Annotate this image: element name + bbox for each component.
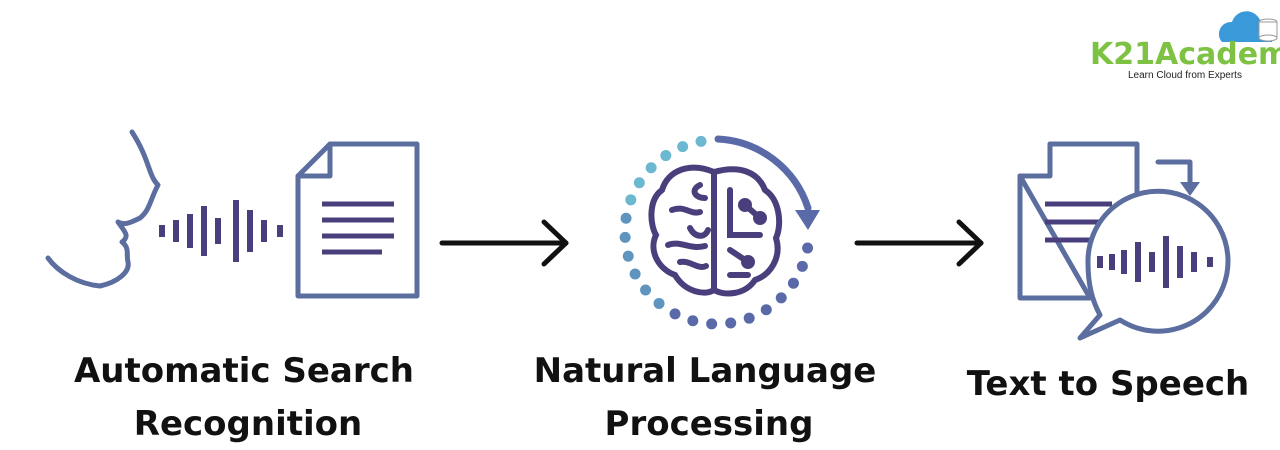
document-to-speech-icon: [1017, 141, 1231, 341]
dotted-ring-icon: [619, 135, 814, 330]
step-label-asr-line1: Automatic Search: [74, 351, 414, 391]
cycle-arrow-icon: [714, 135, 812, 212]
step-label-asr-line2: Recognition: [134, 404, 362, 444]
cloud-database-icon: [1218, 11, 1278, 42]
ring-dot: [645, 162, 657, 174]
step-label-nlp-line2: Processing: [605, 404, 814, 444]
voice-to-document-icon: [45, 129, 420, 299]
ring-dot: [660, 150, 672, 162]
ring-dot: [620, 212, 632, 224]
ring-dot: [625, 194, 637, 206]
ring-dot: [787, 277, 799, 289]
ring-dot: [640, 284, 652, 296]
step-label-nlp-line1: Natural Language: [534, 351, 877, 391]
ring-dot: [775, 292, 787, 304]
ring-dot: [622, 250, 634, 262]
ring-dot: [760, 304, 772, 316]
document-icon: [295, 141, 420, 299]
ring-dot: [695, 135, 707, 147]
ring-dot: [619, 231, 631, 243]
ring-dot: [796, 260, 808, 272]
ring-dot: [653, 297, 665, 309]
logo: K21Academy Learn Cloud from Experts: [1090, 11, 1280, 81]
ring-dot: [687, 315, 699, 327]
arrow-right-icon: [439, 219, 569, 267]
step-label-tts: Text to Speech: [967, 364, 1250, 404]
ring-dot: [725, 317, 737, 329]
ring-dot: [629, 268, 641, 280]
ring-dot: [669, 308, 681, 320]
logo-text: K21Academy: [1090, 37, 1280, 72]
arrow-right-icon: [854, 219, 984, 267]
face-profile-icon: [45, 129, 161, 289]
ring-dot: [743, 312, 755, 324]
ring-dot: [677, 141, 689, 153]
ring-dot: [802, 242, 814, 254]
sound-wave-icon: [159, 200, 283, 262]
ring-dot: [706, 318, 718, 330]
ring-dot: [633, 177, 645, 189]
brain-circuit-icon: [619, 135, 820, 330]
logo-tagline: Learn Cloud from Experts: [1128, 70, 1242, 81]
